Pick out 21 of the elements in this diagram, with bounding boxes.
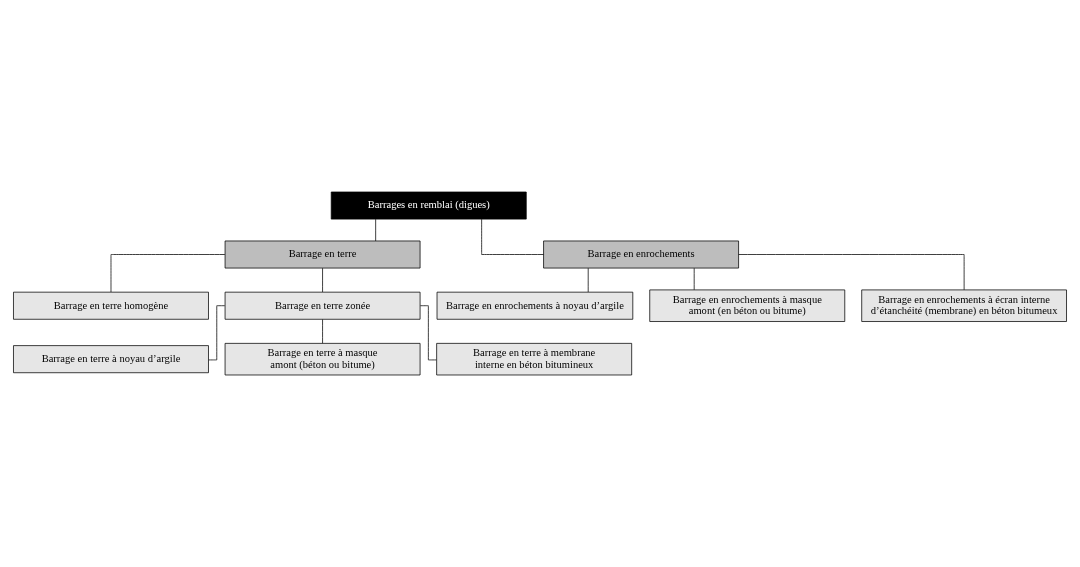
connector — [693, 267, 695, 291]
node-box: Barrage en enrochements à noyau d’argile — [436, 291, 634, 320]
connector — [208, 305, 226, 361]
node-box: Barrage en terre zonée — [224, 291, 421, 320]
node-box: Barrage en terre à membrane interne en béton bitumineux — [436, 343, 633, 376]
connector — [738, 254, 965, 291]
node-box: Barrage en enrochements — [543, 240, 739, 269]
connector — [375, 218, 377, 242]
node-box: Barrage en enrochements à masque amont (en béton ou bitume) — [649, 289, 846, 322]
node-box: Barrage en enrochements à écran interne d’étanchéité (membrane) en béton bitumeux — [861, 289, 1067, 322]
connector — [322, 319, 323, 344]
connector — [481, 218, 544, 255]
node-box: Barrage en terre homogène — [13, 291, 209, 320]
node-box: Barrage en terre — [224, 240, 421, 269]
connector — [420, 305, 437, 361]
node-box: Barrages en remblai (digues) — [330, 191, 527, 220]
connector — [322, 267, 323, 293]
connector — [587, 267, 589, 293]
connector — [110, 254, 226, 293]
node-box: Barrage en terre à masque amont (béton ou bitume) — [224, 343, 421, 376]
node-box: Barrage en terre à noyau d’argile — [13, 345, 209, 374]
